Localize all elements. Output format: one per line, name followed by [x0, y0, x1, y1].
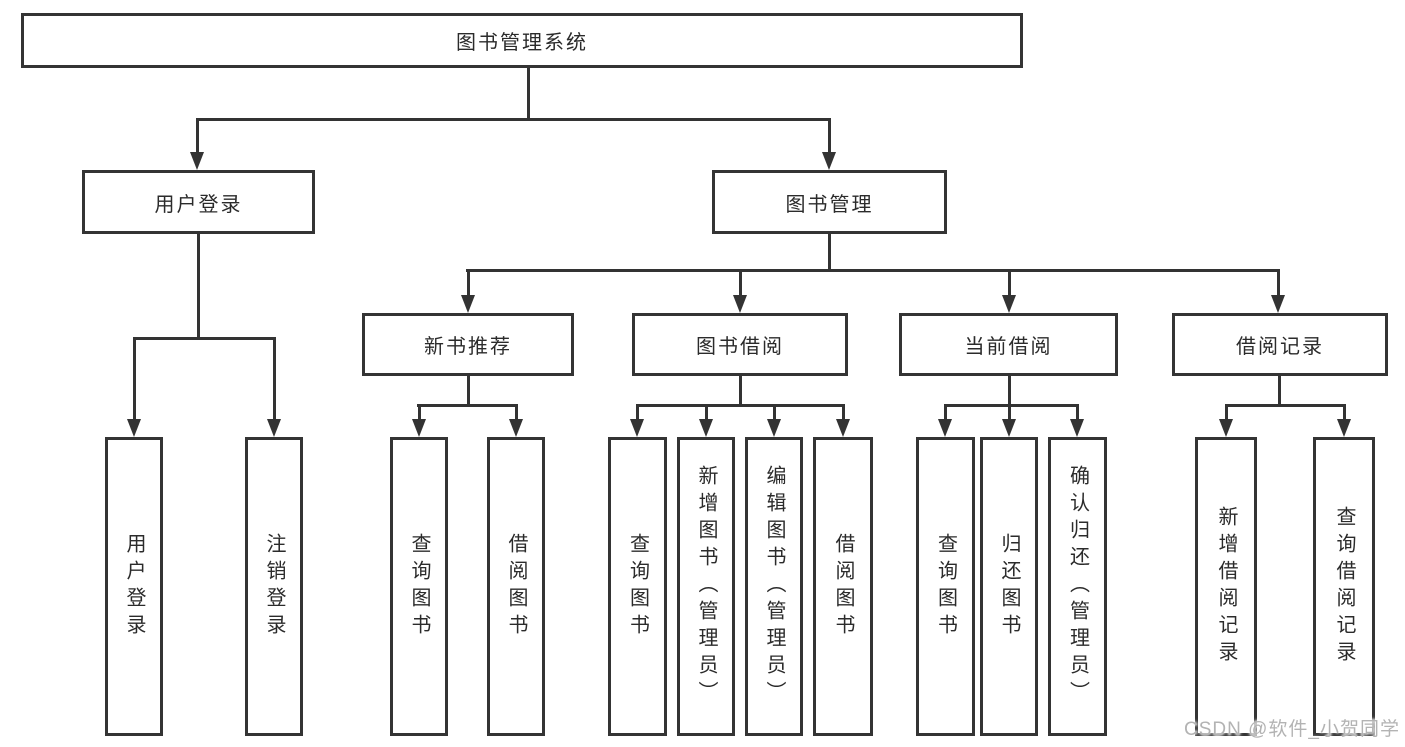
connector-line [466, 269, 1280, 272]
node-borrowing-records-label: 借阅记录 [1236, 336, 1324, 358]
arrow-down-icon [822, 152, 836, 170]
arrow-down-icon [461, 295, 475, 313]
connector-line [739, 269, 742, 297]
arrow-down-icon [630, 419, 644, 437]
connector-line [133, 337, 136, 421]
arrow-down-icon [267, 419, 281, 437]
leaf-label: 归还图书 [998, 532, 1020, 641]
leaf-borrow-books-recommendation: 借阅图书 [487, 437, 545, 736]
leaf-label: 新增图书（管理员） [695, 465, 717, 708]
node-new-book-recommendation: 新书推荐 [362, 313, 574, 376]
leaf-label: 确认归还（管理员） [1066, 465, 1089, 708]
connector-line [515, 404, 518, 421]
leaf-label: 查询图书 [408, 532, 430, 641]
connector-line [828, 232, 831, 271]
connector-line [636, 404, 845, 407]
leaf-label: 查询图书 [934, 532, 957, 641]
connector-line [418, 404, 421, 421]
leaf-user-login: 用户登录 [105, 437, 163, 736]
connector-line [1225, 404, 1346, 407]
connector-line [196, 118, 199, 154]
arrow-down-icon [1271, 295, 1285, 313]
arrow-down-icon [127, 419, 141, 437]
arrow-down-icon [509, 419, 523, 437]
connector-line [739, 374, 742, 406]
node-root: 图书管理系统 [21, 13, 1023, 68]
arrow-down-icon [1070, 419, 1084, 437]
arrow-down-icon [699, 419, 713, 437]
arrow-down-icon [1219, 419, 1233, 437]
connector-line [1008, 374, 1011, 406]
connector-line [842, 404, 845, 421]
leaf-label: 新增借阅记录 [1215, 505, 1237, 668]
connector-line [197, 231, 200, 339]
node-book-borrowing-label: 图书借阅 [696, 336, 784, 358]
connector-line [944, 404, 947, 421]
connector-line [527, 68, 530, 120]
connector-line [197, 118, 831, 121]
connector-line [1076, 404, 1079, 421]
arrow-down-icon [767, 419, 781, 437]
leaf-add-book-admin: 新增图书（管理员） [677, 437, 735, 736]
node-book-management: 图书管理 [712, 170, 947, 234]
leaf-label: 查询借阅记录 [1333, 505, 1355, 668]
arrow-down-icon [1337, 419, 1351, 437]
leaf-query-books-borrowing: 查询图书 [608, 437, 667, 736]
leaf-label: 借阅图书 [505, 532, 527, 641]
connector-line [1008, 269, 1011, 297]
arrow-down-icon [1002, 419, 1016, 437]
node-user-login-label: 用户登录 [154, 193, 243, 216]
node-book-management-label: 图书管理 [785, 193, 874, 216]
leaf-confirm-return-admin: 确认归还（管理员） [1048, 437, 1107, 736]
node-user-login: 用户登录 [82, 170, 315, 234]
arrow-down-icon [190, 152, 204, 170]
connector-line [133, 337, 276, 340]
leaf-return-books: 归还图书 [980, 437, 1038, 736]
connector-line [828, 118, 831, 154]
leaf-query-borrow-record: 查询借阅记录 [1313, 437, 1375, 736]
arrow-down-icon [938, 419, 952, 437]
node-book-borrowing: 图书借阅 [632, 313, 848, 376]
node-current-borrowing: 当前借阅 [899, 313, 1118, 376]
connector-line [773, 404, 776, 421]
node-borrowing-records: 借阅记录 [1172, 313, 1388, 376]
leaf-label: 借阅图书 [832, 532, 854, 641]
connector-line [705, 404, 708, 421]
connector-line [1008, 404, 1011, 421]
arrow-down-icon [1002, 295, 1016, 313]
leaf-edit-book-admin: 编辑图书（管理员） [745, 437, 803, 736]
connector-line [636, 404, 639, 421]
node-new-book-recommendation-label: 新书推荐 [424, 336, 512, 358]
leaf-add-borrow-record: 新增借阅记录 [1195, 437, 1257, 736]
arrow-down-icon [412, 419, 426, 437]
connector-line [1278, 374, 1281, 406]
arrow-down-icon [733, 295, 747, 313]
connector-line [273, 337, 276, 421]
connector-line [1277, 269, 1280, 297]
connector-line [467, 374, 470, 406]
connector-line [467, 269, 470, 297]
connector-line [417, 404, 518, 407]
leaf-query-books-recommendation: 查询图书 [390, 437, 448, 736]
node-current-borrowing-label: 当前借阅 [964, 336, 1053, 358]
connector-line [944, 404, 1079, 407]
connector-line [1225, 404, 1228, 421]
leaf-label: 用户登录 [123, 532, 145, 641]
leaf-label: 编辑图书（管理员） [763, 465, 785, 708]
leaf-query-books-current: 查询图书 [916, 437, 975, 736]
leaf-logout: 注销登录 [245, 437, 303, 736]
node-root-label: 图书管理系统 [456, 32, 588, 54]
arrow-down-icon [836, 419, 850, 437]
leaf-borrow-books-borrowing: 借阅图书 [813, 437, 873, 736]
leaf-label: 查询图书 [626, 532, 649, 641]
connector-line [1343, 404, 1346, 421]
leaf-label: 注销登录 [263, 532, 285, 641]
